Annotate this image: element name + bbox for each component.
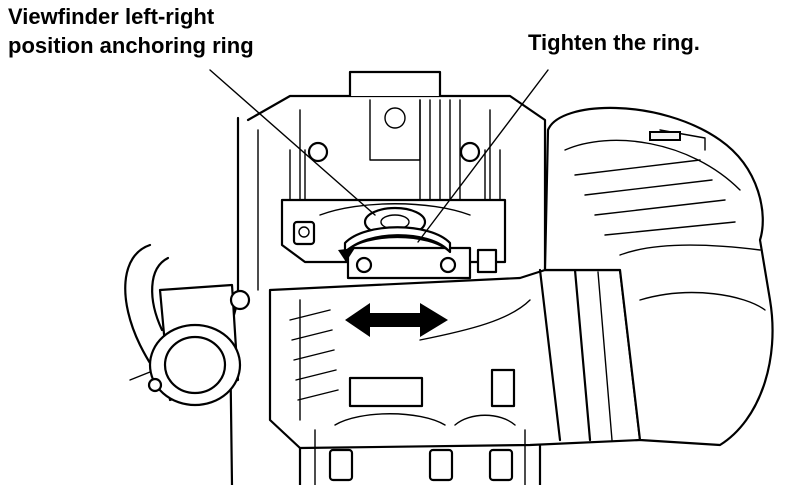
double-headed-arrow-icon [345, 303, 448, 337]
anchoring-ring-callout: Viewfinder left-right position anchoring… [8, 2, 254, 60]
viewfinder-barrel [268, 268, 642, 450]
eyecup [543, 106, 774, 447]
rotation-arrowhead [338, 248, 355, 262]
lower-body [298, 413, 542, 485]
anchoring-ring-label-line1: Viewfinder left-right [8, 4, 215, 29]
tighten-instruction: Tighten the ring. [528, 30, 700, 55]
anchoring-ring-leader-line [209, 69, 376, 216]
tighten-leader-line [417, 69, 549, 243]
side-handle [124, 243, 251, 407]
anchoring-ring-label-line2: position anchoring ring [8, 33, 254, 58]
